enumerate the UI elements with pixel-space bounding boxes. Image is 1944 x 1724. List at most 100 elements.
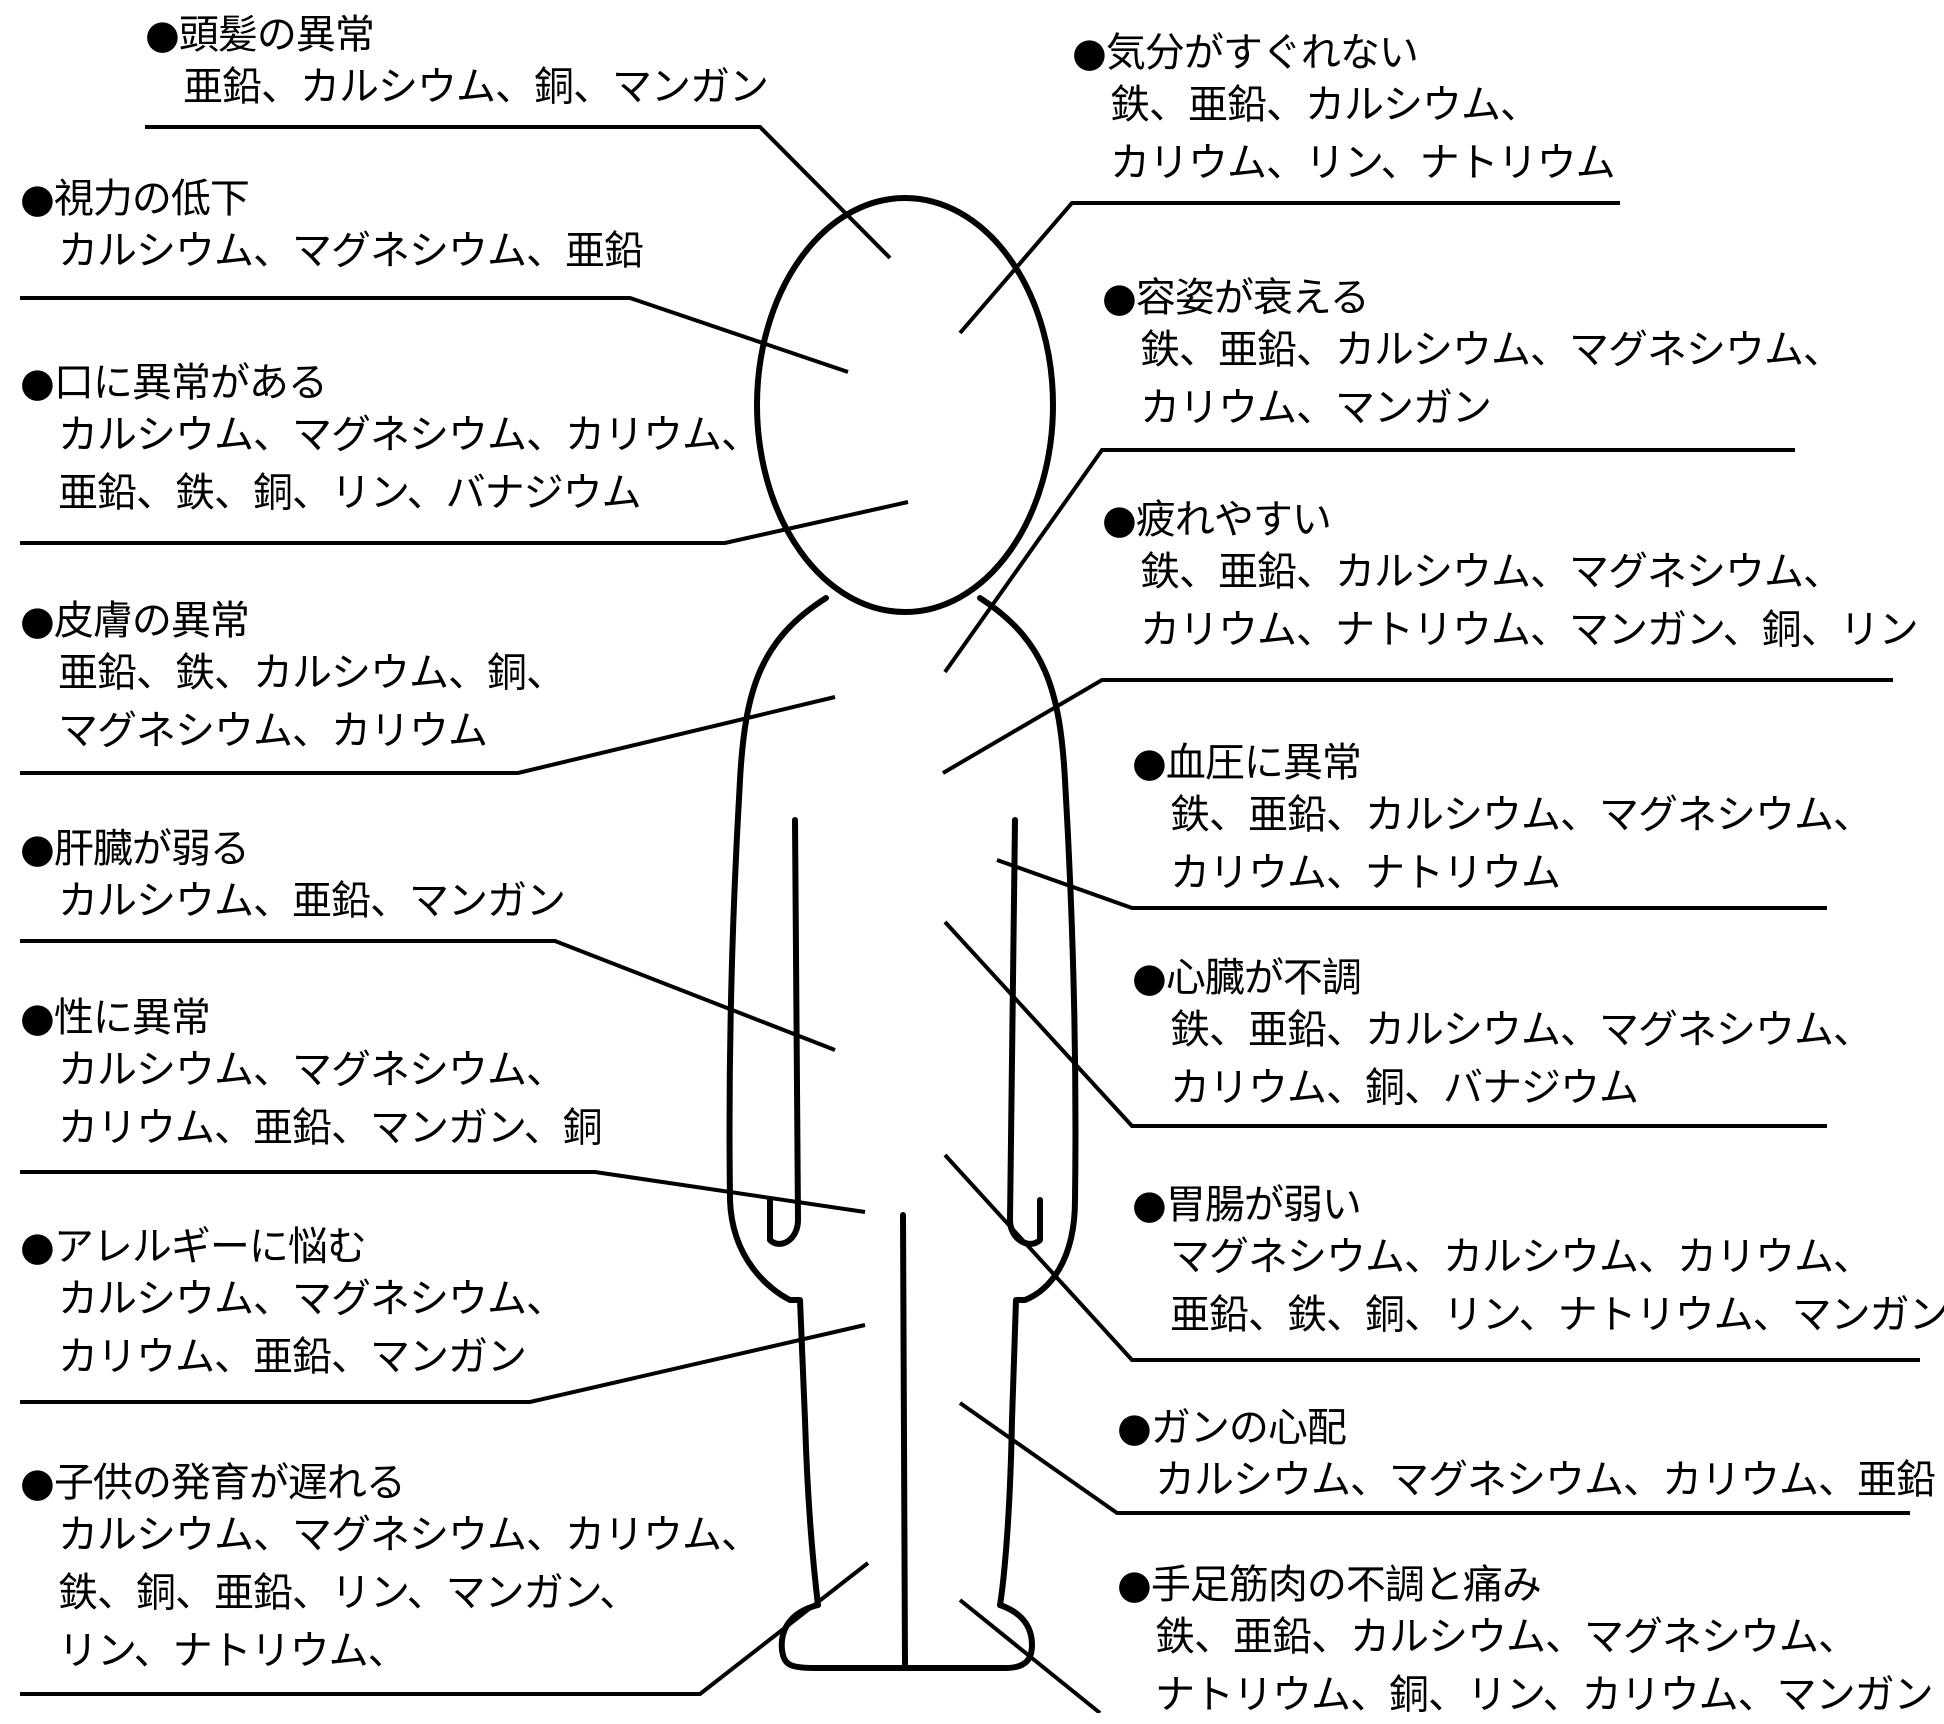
label-fatigue-line-2: カリウム、ナトリウム、マンガン、銅、リン (1140, 607, 1919, 653)
label-heart: 心臓が不調 鉄、亜鉛、カルシウム、マグネシウム、 カリウム、銅、バナジウム (1132, 955, 1873, 1117)
label-mouth: 口に異常がある カルシウム、マグネシウム、カリウム、 亜鉛、鉄、銅、リン、バナジ… (20, 360, 761, 522)
label-appearance-title: 容姿が衰える (1102, 275, 1842, 321)
label-child-growth: 子供の発育が遅れる カルシウム、マグネシウム、カリウム、 鉄、銅、亜鉛、リン、マ… (20, 1460, 761, 1680)
label-mood-title: 気分がすぐれない (1072, 30, 1615, 76)
label-heart-title: 心臓が不調 (1132, 955, 1872, 1001)
label-cancer-line: カルシウム、マグネシウム、カリウム、亜鉛 (1155, 1457, 1936, 1503)
label-skin: 皮膚の異常 亜鉛、鉄、カルシウム、銅、 マグネシウム、カリウム (20, 598, 566, 760)
label-sex-line-2: カリウム、亜鉛、マンガン、銅 (58, 1105, 603, 1151)
label-mouth-body: カルシウム、マグネシウム、カリウム、 亜鉛、鉄、銅、リン、バナジウム (20, 406, 761, 522)
label-blood-pressure-line-1: 鉄、亜鉛、カルシウム、マグネシウム、 (1170, 792, 1873, 838)
label-child-growth-body: カルシウム、マグネシウム、カリウム、 鉄、銅、亜鉛、リン、マンガン、 リン、ナト… (20, 1506, 761, 1680)
leader-child (20, 1561, 870, 1696)
label-mouth-title: 口に異常がある (20, 360, 760, 406)
label-heart-line-1: 鉄、亜鉛、カルシウム、マグネシウム、 (1170, 1007, 1873, 1053)
label-hair: 頭髪の異常 亜鉛、カルシウム、銅、マンガン (145, 12, 769, 116)
label-sex-title: 性に異常 (20, 995, 602, 1041)
leader-mouth (20, 500, 909, 545)
label-hair-line: 亜鉛、カルシウム、銅、マンガン (183, 64, 769, 110)
label-stomach-body: マグネシウム、カルシウム、カリウム、 亜鉛、鉄、銅、リン、ナトリウム、マンガン (1132, 1228, 1944, 1344)
label-vision-body: カルシウム、マグネシウム、亜鉛 (20, 222, 644, 280)
label-liver-title: 肝臓が弱る (20, 826, 565, 872)
leader-fatigue (941, 678, 1893, 775)
label-stomach: 胃腸が弱い マグネシウム、カルシウム、カリウム、 亜鉛、鉄、銅、リン、ナトリウム… (1132, 1182, 1944, 1344)
label-child-growth-line-1: カルシウム、マグネシウム、カリウム、 (58, 1512, 761, 1558)
leader-appearance (943, 448, 1795, 674)
label-skin-line-2: マグネシウム、カリウム (58, 708, 488, 754)
label-sex-body: カルシウム、マグネシウム、 カリウム、亜鉛、マンガン、銅 (20, 1041, 603, 1157)
label-limb-muscle-title: 手足筋肉の不調と痛み (1117, 1562, 1933, 1608)
label-blood-pressure-body: 鉄、亜鉛、カルシウム、マグネシウム、 カリウム、ナトリウム (1132, 786, 1873, 902)
label-appearance-body: 鉄、亜鉛、カルシウム、マグネシウム、 カリウム、マンガン (1102, 321, 1843, 437)
left-arm-line (767, 817, 801, 1247)
label-blood-pressure-line-2: カリウム、ナトリウム (1170, 850, 1561, 896)
label-heart-line-2: カリウム、銅、バナジウム (1170, 1065, 1639, 1111)
label-allergy-line-2: カリウム、亜鉛、マンガン (58, 1334, 527, 1380)
label-cancer-title: ガンの心配 (1117, 1405, 1935, 1451)
label-child-growth-line-3: リン、ナトリウム、 (58, 1628, 408, 1674)
leader-sex (20, 1170, 866, 1214)
label-allergy-title: アレルギーに悩む (20, 1224, 565, 1270)
label-stomach-title: 胃腸が弱い (1132, 1182, 1944, 1228)
label-limb-muscle-body: 鉄、亜鉛、カルシウム、マグネシウム、 ナトリウム、銅、リン、カリウム、マンガン (1117, 1608, 1934, 1724)
label-stomach-line-2: 亜鉛、鉄、銅、リン、ナトリウム、マンガン (1170, 1292, 1944, 1338)
label-cancer-body: カルシウム、マグネシウム、カリウム、亜鉛 (1117, 1451, 1936, 1509)
label-child-growth-title: 子供の発育が遅れる (20, 1460, 760, 1506)
leader-mood (958, 201, 1620, 335)
label-allergy-body: カルシウム、マグネシウム、 カリウム、亜鉛、マンガン (20, 1270, 566, 1386)
label-stomach-line-1: マグネシウム、カルシウム、カリウム、 (1170, 1234, 1873, 1280)
label-liver-body: カルシウム、亜鉛、マンガン (20, 872, 566, 930)
label-hair-body: 亜鉛、カルシウム、銅、マンガン (145, 58, 769, 116)
label-mouth-line-2: 亜鉛、鉄、銅、リン、バナジウム (58, 470, 642, 516)
label-allergy: アレルギーに悩む カルシウム、マグネシウム、 カリウム、亜鉛、マンガン (20, 1224, 566, 1386)
label-sex: 性に異常 カルシウム、マグネシウム、 カリウム、亜鉛、マンガン、銅 (20, 995, 603, 1157)
leader-heart (943, 920, 1827, 1128)
leader-cancer (958, 1401, 1910, 1515)
leader-skin (20, 695, 836, 775)
label-fatigue-title: 疲れやすい (1102, 497, 1918, 543)
right-arm-line (1007, 817, 1043, 1247)
label-liver: 肝臓が弱る カルシウム、亜鉛、マンガン (20, 826, 566, 930)
label-appearance-line-2: カリウム、マンガン (1140, 385, 1492, 431)
leader-bp (996, 858, 1827, 910)
label-mood-line-1: 鉄、亜鉛、カルシウム、 (1110, 82, 1540, 128)
label-mood-body: 鉄、亜鉛、カルシウム、 カリウム、リン、ナトリウム (1072, 76, 1616, 192)
label-vision: 視力の低下 カルシウム、マグネシウム、亜鉛 (20, 176, 644, 280)
leader-limb (958, 1598, 1102, 1713)
leader-hair (145, 125, 892, 260)
leg-divider (900, 1212, 908, 1668)
label-fatigue-line-1: 鉄、亜鉛、カルシウム、マグネシウム、 (1140, 549, 1843, 595)
head-outline (754, 195, 1056, 615)
label-limb-muscle-line-2: ナトリウム、銅、リン、カリウム、マンガン (1155, 1672, 1934, 1718)
label-fatigue: 疲れやすい 鉄、亜鉛、カルシウム、マグネシウム、 カリウム、ナトリウム、マンガン… (1102, 497, 1919, 659)
label-limb-muscle-line-1: 鉄、亜鉛、カルシウム、マグネシウム、 (1155, 1614, 1858, 1660)
label-cancer: ガンの心配 カルシウム、マグネシウム、カリウム、亜鉛 (1117, 1405, 1936, 1509)
label-liver-line: カルシウム、亜鉛、マンガン (58, 878, 566, 924)
label-child-growth-line-2: 鉄、銅、亜鉛、リン、マンガン、 (58, 1570, 639, 1616)
label-skin-body: 亜鉛、鉄、カルシウム、銅、 マグネシウム、カリウム (20, 644, 566, 760)
leader-stomach (943, 1153, 1920, 1362)
label-vision-title: 視力の低下 (20, 176, 643, 222)
leader-allergy (20, 1323, 866, 1404)
label-heart-body: 鉄、亜鉛、カルシウム、マグネシウム、 カリウム、銅、バナジウム (1132, 1001, 1873, 1117)
label-fatigue-body: 鉄、亜鉛、カルシウム、マグネシウム、 カリウム、ナトリウム、マンガン、銅、リン (1102, 543, 1919, 659)
label-mood: 気分がすぐれない 鉄、亜鉛、カルシウム、 カリウム、リン、ナトリウム (1072, 30, 1616, 192)
label-mouth-line-1: カルシウム、マグネシウム、カリウム、 (58, 412, 761, 458)
label-hair-title: 頭髪の異常 (145, 12, 768, 58)
label-vision-line: カルシウム、マグネシウム、亜鉛 (58, 228, 644, 274)
label-skin-title: 皮膚の異常 (20, 598, 565, 644)
label-appearance: 容姿が衰える 鉄、亜鉛、カルシウム、マグネシウム、 カリウム、マンガン (1102, 275, 1843, 437)
leader-liver (20, 939, 836, 1052)
label-skin-line-1: 亜鉛、鉄、カルシウム、銅、 (58, 650, 566, 696)
leader-vision (20, 296, 849, 374)
body-outline (726, 595, 1079, 1671)
label-allergy-line-1: カルシウム、マグネシウム、 (58, 1276, 566, 1322)
label-blood-pressure: 血圧に異常 鉄、亜鉛、カルシウム、マグネシウム、 カリウム、ナトリウム (1132, 740, 1873, 902)
label-sex-line-1: カルシウム、マグネシウム、 (58, 1047, 566, 1093)
label-blood-pressure-title: 血圧に異常 (1132, 740, 1872, 786)
label-mood-line-2: カリウム、リン、ナトリウム (1110, 140, 1616, 186)
label-appearance-line-1: 鉄、亜鉛、カルシウム、マグネシウム、 (1140, 327, 1843, 373)
label-limb-muscle: 手足筋肉の不調と痛み 鉄、亜鉛、カルシウム、マグネシウム、 ナトリウム、銅、リン… (1117, 1562, 1934, 1724)
